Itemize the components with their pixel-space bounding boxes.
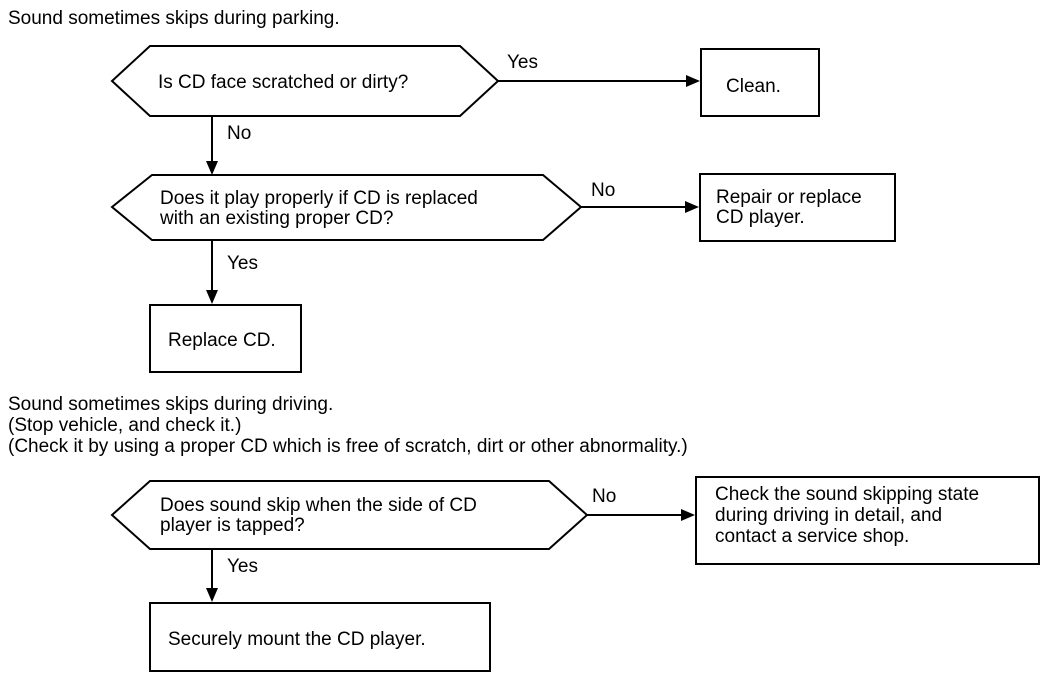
arrowhead-q2-to-repair — [685, 201, 699, 213]
action-check-contact-text-line: during driving in detail, and — [715, 505, 942, 526]
action-clean-text: Clean. — [726, 76, 781, 97]
arrowhead-q3-to-mount — [206, 588, 218, 602]
label-q3-yes: Yes — [227, 556, 258, 577]
decision-proper-cd-text-line: with an existing proper CD? — [159, 208, 393, 229]
arrowhead-q3-to-check — [681, 509, 695, 521]
action-check-contact-text-line: contact a service shop. — [715, 526, 909, 547]
arrowhead-q1-to-clean — [686, 75, 700, 87]
label-q1-no: No — [227, 123, 251, 144]
label-q2-no: No — [591, 180, 615, 201]
action-replace-cd-text-line: Replace CD. — [168, 330, 276, 351]
action-repair-replace — [699, 173, 896, 242]
decision-proper-cd-text-line: Does it play properly if CD is replaced — [160, 188, 478, 209]
action-clean-text-line: Clean. — [726, 76, 781, 97]
decision-tap-test-text-line: player is tapped? — [160, 515, 305, 536]
action-check-contact-text-line: Check the sound skipping state — [715, 484, 979, 505]
action-replace-cd-text: Replace CD. — [168, 330, 276, 351]
label-q3-no: No — [592, 486, 616, 507]
section1-title: Sound sometimes skips during parking. — [8, 8, 340, 29]
action-check-contact — [695, 476, 1040, 565]
arrowhead-q1-to-q2 — [206, 161, 218, 175]
action-secure-mount-text-line: Securely mount the CD player. — [168, 629, 426, 650]
action-repair-replace-text-line: CD player. — [716, 207, 805, 228]
section2-title-line: Sound sometimes skips during driving. — [8, 394, 333, 415]
decision-cd-scratched-text: Is CD face scratched or dirty? — [158, 72, 408, 93]
arrowhead-q2-to-replace — [206, 290, 218, 304]
decision-tap-test-text-line: Does sound skip when the side of CD — [160, 495, 477, 516]
section2-title-line: (Stop vehicle, and check it.) — [8, 415, 241, 436]
action-repair-replace-text-line: Repair or replace — [716, 187, 862, 208]
action-secure-mount — [149, 602, 491, 672]
action-secure-mount-text: Securely mount the CD player. — [168, 629, 426, 650]
label-q2-yes: Yes — [227, 253, 258, 274]
section2-title: Sound sometimes skips during driving.(St… — [8, 394, 688, 457]
action-replace-cd — [149, 304, 302, 373]
section2-title-line: (Check it by using a proper CD which is … — [8, 436, 688, 457]
action-clean — [700, 48, 820, 117]
decision-cd-scratched-text-line: Is CD face scratched or dirty? — [158, 72, 408, 93]
label-q1-yes: Yes — [507, 52, 538, 73]
